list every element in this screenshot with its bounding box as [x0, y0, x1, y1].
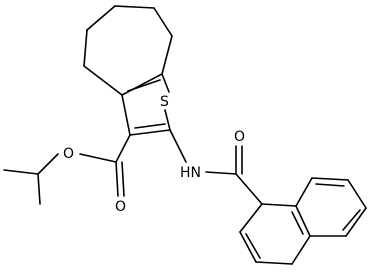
double-bond-inner [134, 123, 166, 129]
double-bond [121, 161, 125, 197]
double-bond-inner [291, 211, 304, 235]
amide-group [169, 129, 263, 205]
bond [37, 153, 59, 175]
bond [121, 73, 163, 96]
bond [37, 173, 41, 205]
bond [205, 171, 237, 175]
bond [115, 161, 119, 197]
bond [235, 173, 263, 205]
naphthalene-ring-a [239, 203, 311, 265]
bond [161, 35, 173, 75]
isopropyl-ester-group [3, 134, 131, 205]
bond [295, 205, 311, 237]
cycloheptane-ring [83, 5, 173, 96]
bond [83, 65, 123, 96]
sulfur-atom-label: S [160, 94, 169, 110]
bond [347, 179, 367, 209]
bond [83, 29, 88, 67]
double-bond-inner [342, 209, 361, 231]
bond [161, 73, 170, 93]
bond [79, 153, 117, 163]
bond [3, 169, 39, 175]
bond [239, 203, 263, 233]
thiophene-ring [121, 73, 171, 136]
double-bond-inner [127, 79, 161, 92]
bond [169, 129, 187, 163]
bond [115, 134, 131, 163]
double-bond-inner [245, 233, 261, 259]
naphthalene-ring-b [295, 177, 367, 237]
bond [255, 261, 293, 265]
bond [239, 231, 257, 263]
ester-oxygen-atom-label: O [63, 146, 74, 162]
bond [86, 5, 116, 31]
bond [153, 7, 173, 37]
bond [295, 177, 313, 207]
bond [129, 129, 171, 136]
bond [164, 109, 171, 131]
amide-carbonyl-oxygen-atom-label: O [234, 129, 245, 145]
bond [345, 207, 367, 237]
bond [291, 235, 311, 265]
bond [114, 5, 155, 9]
bond [311, 177, 349, 181]
amide-nitrogen-atom-label: HN [180, 165, 201, 181]
double-bond-inner [315, 183, 345, 187]
ester-carbonyl-oxygen-atom-label: O [115, 199, 126, 215]
bond [261, 203, 297, 207]
bond [121, 94, 131, 136]
